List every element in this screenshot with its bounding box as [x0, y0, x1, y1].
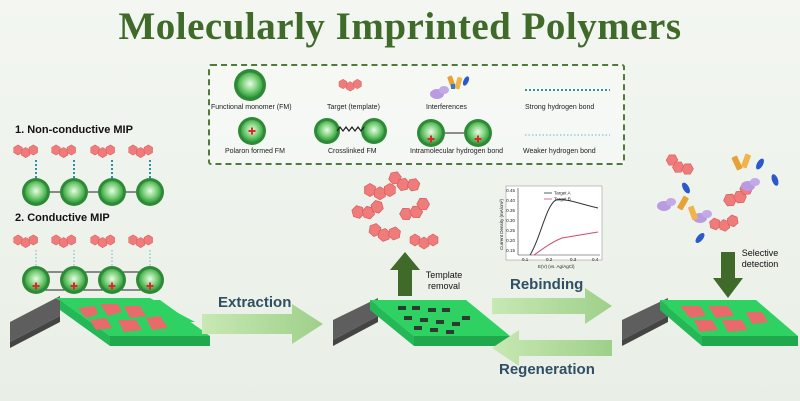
- xtick-0: 0.1: [522, 257, 529, 262]
- legend-functional-monomer-label: Functional monomer (FM): [211, 104, 292, 111]
- non-conductive-mip-label: 1. Non-conductive MIP: [15, 124, 133, 136]
- ytick-4: 0.25: [506, 228, 515, 233]
- inset-ylabel: Current Density (mA/cm²): [499, 198, 504, 250]
- rebinding-arrow: [492, 288, 612, 324]
- template-removal-arrow: [390, 252, 420, 296]
- conductive-mip-label: 2. Conductive MIP: [15, 212, 110, 224]
- legend-interferences-icon: [430, 75, 470, 99]
- ytick-6: 0.15: [506, 248, 515, 253]
- ytick-0: 0.45: [506, 188, 515, 193]
- conductive-mip-diagram: [13, 234, 164, 294]
- ytick-1: 0.40: [506, 198, 515, 203]
- legend-intramolecular-label: Intramolecular hydrogen bond: [410, 148, 504, 155]
- extraction-label: Extraction: [218, 294, 292, 311]
- removed-templates: [350, 169, 439, 250]
- xtick-2: 0.3: [570, 257, 577, 262]
- rebinding-label: Rebinding: [510, 276, 584, 293]
- legend-intramolecular-icon: [417, 119, 492, 147]
- legend-polaron-icon: [238, 117, 266, 145]
- selective-detection-arrow: [713, 252, 743, 298]
- non-conductive-mip-diagram: [13, 144, 164, 206]
- ytick-3: 0.30: [506, 218, 515, 223]
- electrode-detection: [622, 298, 798, 346]
- legend-target-label: Target (template): [327, 104, 380, 111]
- legend-interferences-label: Interferences: [426, 104, 467, 111]
- legend-crosslinked-icon: [314, 118, 387, 144]
- xtick-3: 0.4: [592, 257, 599, 262]
- xtick-1: 0.2: [546, 257, 553, 262]
- legend-weaker-hbond-label: Weaker hydrogen bond: [523, 148, 596, 155]
- legend-strong-hbond-label: Strong hydrogen bond: [525, 104, 595, 111]
- analyte-mixture: [657, 152, 779, 243]
- series-b-legend: Target B: [554, 197, 571, 202]
- regeneration-label: Regeneration: [499, 361, 595, 378]
- legend-crosslinked-label: Crosslinked FM: [328, 148, 377, 155]
- page-title: Molecularly Imprinted Polymers: [118, 5, 682, 48]
- legend-box: [208, 64, 625, 165]
- legend-target-icon: [338, 78, 362, 92]
- electrode-cavities: [333, 298, 510, 346]
- regeneration-arrow: [492, 330, 612, 366]
- ytick-2: 0.35: [506, 208, 515, 213]
- inset-plot: [505, 185, 603, 261]
- inset-xlabel: E(V) (vs. Ag/AgCl): [538, 264, 575, 269]
- extraction-arrow: [202, 304, 323, 344]
- ytick-5: 0.20: [506, 238, 515, 243]
- series-a-legend: Target A: [554, 191, 571, 196]
- legend-functional-monomer-icon: [234, 69, 266, 101]
- legend-polaron-label: Polaron formed FM: [225, 148, 285, 155]
- electrode-imprinted: [10, 296, 210, 348]
